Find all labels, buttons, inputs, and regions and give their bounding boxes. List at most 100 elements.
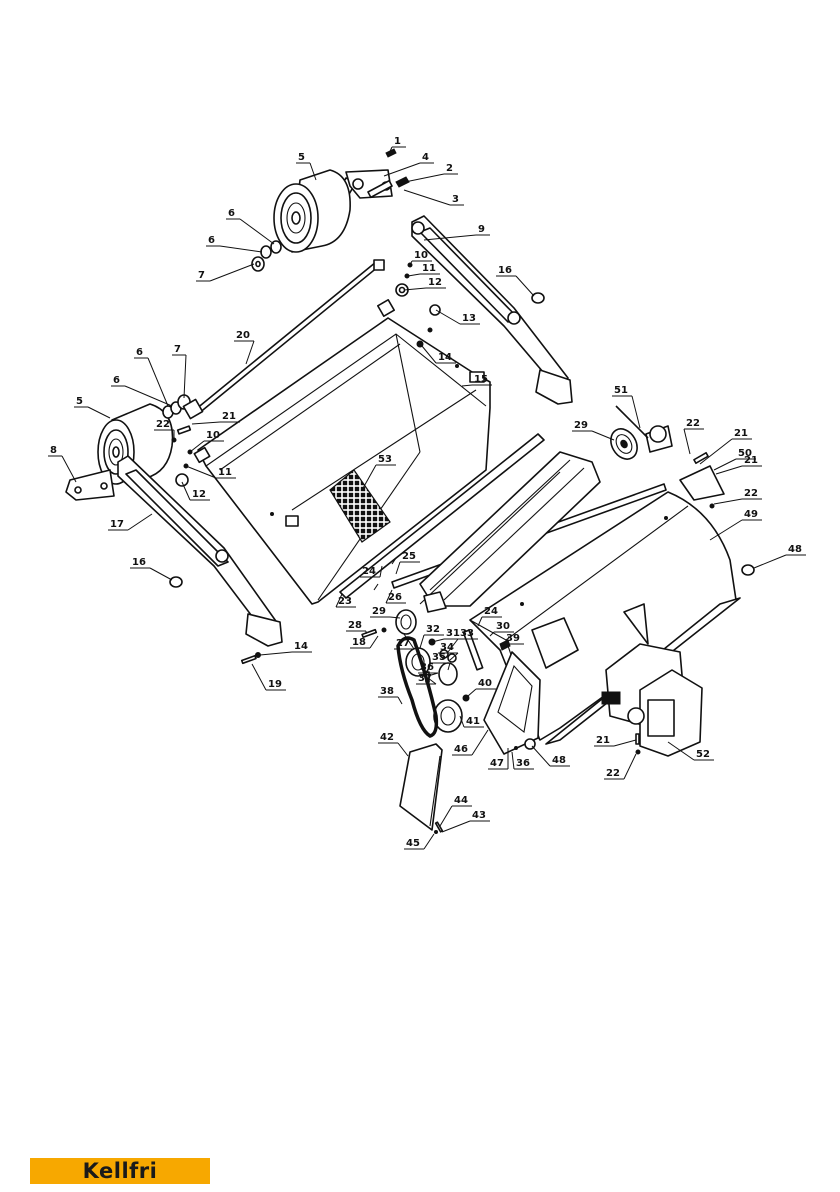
callout-number: 6 xyxy=(136,347,143,358)
hardware-left xyxy=(172,426,210,486)
callout-number: 10 xyxy=(206,430,220,441)
callout-number: 2 xyxy=(446,163,453,174)
callout-number: 28 xyxy=(348,620,362,631)
callout-leader xyxy=(384,163,420,176)
callout-c43: 43 xyxy=(442,810,490,832)
callout-leader xyxy=(468,689,476,696)
callout-leader xyxy=(700,439,732,464)
callout-leader xyxy=(148,358,168,406)
callout-number: 7 xyxy=(174,344,181,355)
callout-leader xyxy=(210,264,254,281)
callout-leader xyxy=(260,652,292,655)
callout-c23: 23 xyxy=(336,594,356,607)
callout-c38: 38 xyxy=(378,686,402,704)
callout-leader xyxy=(472,730,488,755)
callout-number: 37 xyxy=(418,673,432,684)
callout-leader xyxy=(62,456,76,482)
callout-number: 12 xyxy=(192,489,206,500)
callout-c20: 20 xyxy=(234,330,254,364)
callout-c49: 49 xyxy=(710,509,762,540)
callout-number: 22 xyxy=(606,768,620,779)
callout-number: 43 xyxy=(472,810,486,821)
callout-leader xyxy=(125,386,172,406)
callout-number: 21 xyxy=(734,428,748,439)
callout-number: 22 xyxy=(156,419,170,430)
callout-number: 5 xyxy=(76,396,83,407)
callout-number: 30 xyxy=(496,621,510,632)
callout-leader xyxy=(442,821,470,832)
callout-number: 18 xyxy=(352,637,366,648)
callout-number: 39 xyxy=(506,633,520,644)
callout-number: 48 xyxy=(552,755,566,766)
callout-c19: 19 xyxy=(252,664,286,690)
callout-number: 46 xyxy=(454,744,468,755)
callout-number: 6 xyxy=(113,375,120,386)
callout-number: 31 xyxy=(446,628,460,639)
brand-logo: Kellfri xyxy=(30,1158,210,1184)
callout-leader xyxy=(512,752,514,769)
callout-leader xyxy=(532,746,550,766)
callout-c29b: 29 xyxy=(370,606,400,618)
callout-leader xyxy=(398,697,402,704)
engine xyxy=(602,644,702,756)
callout-number: 23 xyxy=(338,596,352,607)
callout-c6a: 6 xyxy=(226,208,274,244)
callout-number: 16 xyxy=(132,557,146,568)
callout-c48a: 48 xyxy=(754,544,806,568)
callout-c26: 26 xyxy=(386,590,406,603)
callout-c16b: 16 xyxy=(130,557,172,580)
callout-number: 6 xyxy=(208,235,215,246)
bolt-19 xyxy=(242,653,261,664)
callout-c7a: 7 xyxy=(196,264,254,281)
callout-number: 27 xyxy=(396,638,410,649)
callout-number: 36 xyxy=(420,662,434,673)
callout-number: 53 xyxy=(378,454,392,465)
callout-number: 29 xyxy=(574,420,588,431)
callout-c41: 41 xyxy=(460,716,484,727)
callout-number: 14 xyxy=(294,641,308,652)
callout-number: 22 xyxy=(686,418,700,429)
callout-number: 44 xyxy=(454,795,468,806)
callout-number: 21 xyxy=(222,411,236,422)
callout-c22b: 22 xyxy=(684,418,704,454)
callout-number: 47 xyxy=(490,758,504,769)
callout-leader xyxy=(436,310,460,324)
hardware-13-14 xyxy=(417,305,440,347)
callout-c17: 17 xyxy=(108,514,152,530)
callout-leader xyxy=(128,514,152,530)
callout-leader xyxy=(220,246,262,252)
callout-number: 36 xyxy=(516,758,530,769)
callout-c21d: 21 xyxy=(594,735,636,746)
callout-number: 20 xyxy=(236,330,250,341)
callout-number: 42 xyxy=(380,732,394,743)
callout-c5b: 5 xyxy=(74,396,110,418)
callout-number: 35 xyxy=(432,652,446,663)
callout-c50: 50 xyxy=(714,448,756,470)
engine-bolt xyxy=(636,734,640,754)
callout-leader xyxy=(624,754,636,779)
callout-c13: 13 xyxy=(436,310,480,324)
callout-leader xyxy=(370,636,378,648)
callout-number: 49 xyxy=(744,509,758,520)
callout-leader xyxy=(440,806,452,826)
callout-number: 6 xyxy=(228,208,235,219)
callout-leader xyxy=(420,635,424,648)
guard-plate xyxy=(400,744,442,834)
callout-number: 52 xyxy=(696,749,710,760)
callout-c27: 27 xyxy=(394,634,414,649)
wheel-washers-left xyxy=(163,395,203,419)
callout-c36b: 36 xyxy=(512,752,534,769)
nut-48-right xyxy=(742,565,754,575)
callout-number: 50 xyxy=(738,448,752,459)
brand-footer: Kellfri xyxy=(0,1150,840,1192)
callout-c45: 45 xyxy=(404,834,434,849)
callout-c16a: 16 xyxy=(496,265,534,296)
callout-number: 10 xyxy=(414,250,428,261)
callout-leader xyxy=(714,499,742,504)
callout-number: 29 xyxy=(372,606,386,617)
callout-number: 9 xyxy=(478,224,485,235)
brand-name: Kellfri xyxy=(83,1159,158,1183)
callout-number: 32 xyxy=(426,624,440,635)
callout-c18: 18 xyxy=(350,636,378,648)
